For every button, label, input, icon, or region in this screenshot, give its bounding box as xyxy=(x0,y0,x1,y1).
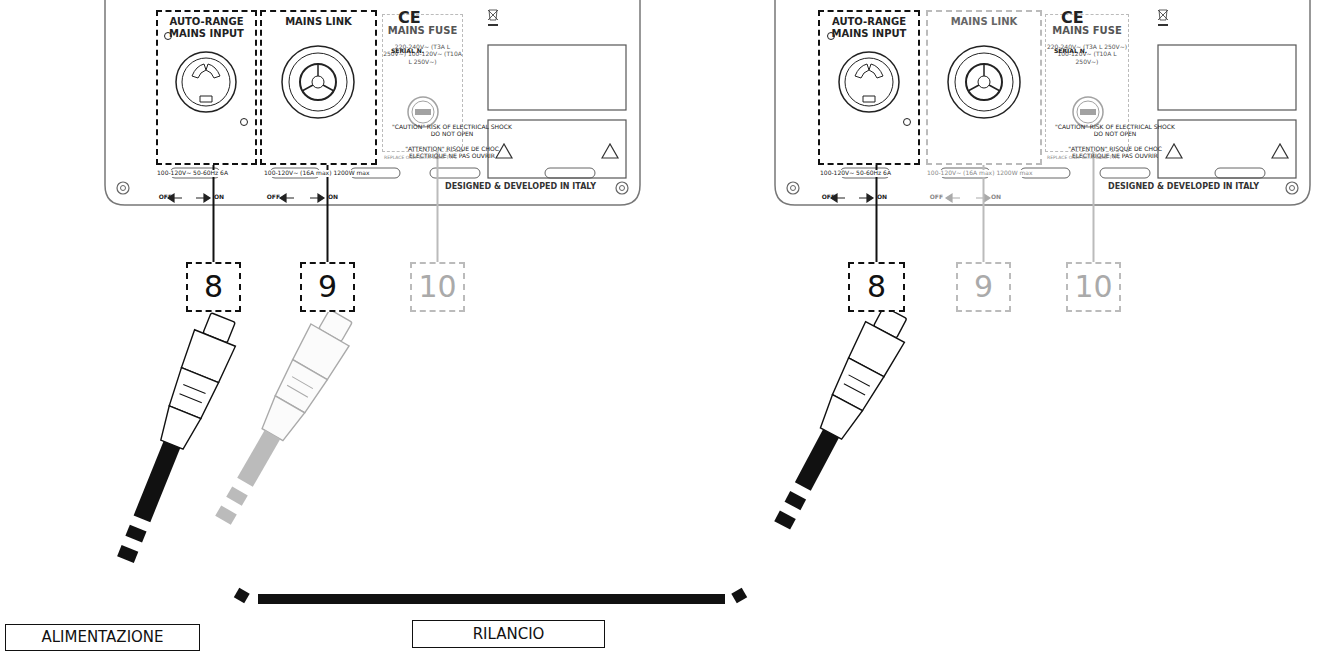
panel-marking: ON xyxy=(991,194,1013,201)
connector-name: MAINS LINK xyxy=(262,16,375,28)
panel-marking: DESIGNED & DEVELOPED IN ITALY xyxy=(445,183,610,192)
callout-text: 9 xyxy=(974,272,993,302)
connector-name: MAINS LINK xyxy=(928,16,1040,28)
panel-marking: CE xyxy=(1061,9,1091,27)
callout-number: 8 xyxy=(186,262,241,312)
caption-text: ALIMENTAZIONE xyxy=(41,629,163,646)
panel-marking: REPLACE ONLY WITH SAME TYPE xyxy=(1047,156,1147,161)
panel-marking: ON xyxy=(328,194,350,201)
panel-marking: "CAUTION" RISK OF ELECTRICAL SHOCK DO NO… xyxy=(1051,124,1179,137)
callout-number: 9 xyxy=(300,262,355,312)
fuse-name: MAINS FUSE xyxy=(1046,25,1128,37)
panel-marking: CE xyxy=(398,9,428,27)
leader-line xyxy=(1093,152,1095,262)
caption-text: RILANCIO xyxy=(473,626,545,643)
panel-marking: OFF xyxy=(150,194,172,201)
callout-text: 10 xyxy=(1074,272,1112,302)
panel-marking: 100-120V~ 50-60Hz 6A xyxy=(155,170,230,177)
callout-number: 9 xyxy=(956,262,1011,312)
connector-frame: MAINS LINK xyxy=(260,10,377,165)
panel-marking: REPLACE ONLY WITH SAME TYPE xyxy=(384,156,484,161)
panel-marking: ON xyxy=(877,194,899,201)
callout-number: 10 xyxy=(410,262,465,312)
panel-marking: SERIAL N. xyxy=(1054,48,1154,55)
link-cable xyxy=(258,594,725,604)
panel-marking: OFF xyxy=(813,194,835,201)
panel-marking: OFF xyxy=(258,194,280,201)
powercon-plug xyxy=(105,309,244,567)
panel-marking: 100-120V~ 50-60Hz 6A xyxy=(818,170,893,177)
panel-marking: ON xyxy=(214,194,236,201)
leader-line xyxy=(213,165,215,262)
fuse-name: MAINS FUSE xyxy=(383,25,462,37)
caption-box: RILANCIO xyxy=(412,620,605,648)
caption-box: ALIMENTAZIONE xyxy=(5,624,200,651)
powercon-plug xyxy=(204,305,360,531)
powercon-plug xyxy=(763,302,915,535)
callout-text: 8 xyxy=(867,272,886,302)
connector-name: AUTO-RANGE MAINS INPUT xyxy=(158,16,255,39)
leader-line xyxy=(327,165,329,262)
panel-marking: 100-120V~ (16A max) 1200W max xyxy=(262,170,372,177)
connector-frame: AUTO-RANGE MAINS INPUT xyxy=(156,10,257,165)
callout-text: 10 xyxy=(418,272,456,302)
connector-frame: AUTO-RANGE MAINS INPUT xyxy=(818,10,920,165)
panel-marking: 100-120V~ (16A max) 1200W max xyxy=(925,170,1035,177)
panel-marking: DESIGNED & DEVELOPED IN ITALY xyxy=(1108,183,1273,192)
leader-line xyxy=(876,165,878,262)
panel-marking: SERIAL N. xyxy=(391,48,491,55)
callout-number: 10 xyxy=(1066,262,1121,312)
panel-marking: OFF xyxy=(921,194,943,201)
panel-marking: "CAUTION" RISK OF ELECTRICAL SHOCK DO NO… xyxy=(388,124,516,137)
leader-line xyxy=(437,152,439,262)
connector-frame: MAINS LINK xyxy=(926,10,1042,165)
callout-number: 8 xyxy=(848,262,905,312)
callout-text: 9 xyxy=(318,272,337,302)
connector-name: AUTO-RANGE MAINS INPUT xyxy=(820,16,918,39)
callout-text: 8 xyxy=(204,272,223,302)
leader-line xyxy=(983,165,985,262)
